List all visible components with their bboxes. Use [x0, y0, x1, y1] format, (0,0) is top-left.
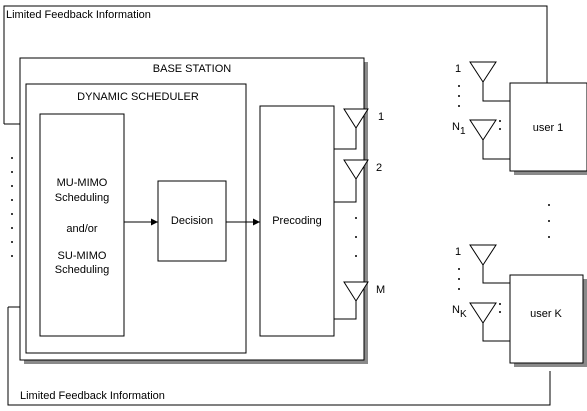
user-k-label: user K — [530, 308, 562, 320]
precoding-label: Precoding — [272, 215, 322, 227]
userk-antenna-1-label: 1 — [455, 246, 461, 258]
user1-antenna-dots — [458, 85, 460, 107]
tx-antenna-m-label: M — [376, 284, 385, 296]
tx-antenna-dots — [355, 217, 357, 257]
scheduling-line-5: Scheduling — [55, 264, 109, 276]
userk-inner-dots — [499, 303, 501, 313]
decision-label: Decision — [171, 215, 213, 227]
scheduling-line-2: Scheduling — [55, 192, 109, 204]
user1-antenna-n — [469, 119, 510, 160]
feedback-bottom-line — [7, 307, 551, 406]
tx-antenna-m — [334, 281, 369, 320]
user-k-box — [509, 274, 584, 364]
scheduler-title: DYNAMIC SCHEDULER — [77, 91, 199, 103]
user1-inner-dots — [499, 120, 501, 130]
user-1-box — [509, 82, 587, 172]
user1-antenna-1-label: 1 — [455, 63, 461, 75]
scheduling-block — [39, 113, 125, 337]
tx-antenna-1 — [334, 108, 369, 150]
userk-antenna-1 — [469, 244, 510, 284]
tx-antenna-1-label: 1 — [378, 111, 384, 123]
users-dots — [548, 204, 550, 238]
base-station-title: BASE STATION — [153, 63, 231, 75]
tx-antenna-2 — [334, 159, 369, 203]
user1-antenna-1 — [469, 61, 510, 102]
scheduling-line-1: MU-MIMO — [57, 177, 108, 189]
user1-antenna-n-label: N1 — [452, 121, 466, 137]
feedback-top-label: Limited Feedback Information — [6, 9, 151, 21]
user-1-label: user 1 — [533, 122, 564, 134]
scheduling-line-4: SU-MIMO — [58, 250, 107, 262]
userk-antenna-n-label: NK — [452, 304, 467, 320]
feedback-dots-left — [11, 157, 13, 257]
userk-antenna-dots — [458, 268, 460, 290]
userk-antenna-n — [469, 302, 510, 342]
tx-antenna-2-label: 2 — [376, 162, 382, 174]
decision-box — [157, 180, 227, 262]
feedback-bottom-label: Limited Feedback Information — [20, 390, 165, 402]
precoding-box — [259, 105, 335, 337]
scheduling-line-3: and/or — [66, 223, 98, 235]
feedback-top-line — [3, 5, 548, 124]
